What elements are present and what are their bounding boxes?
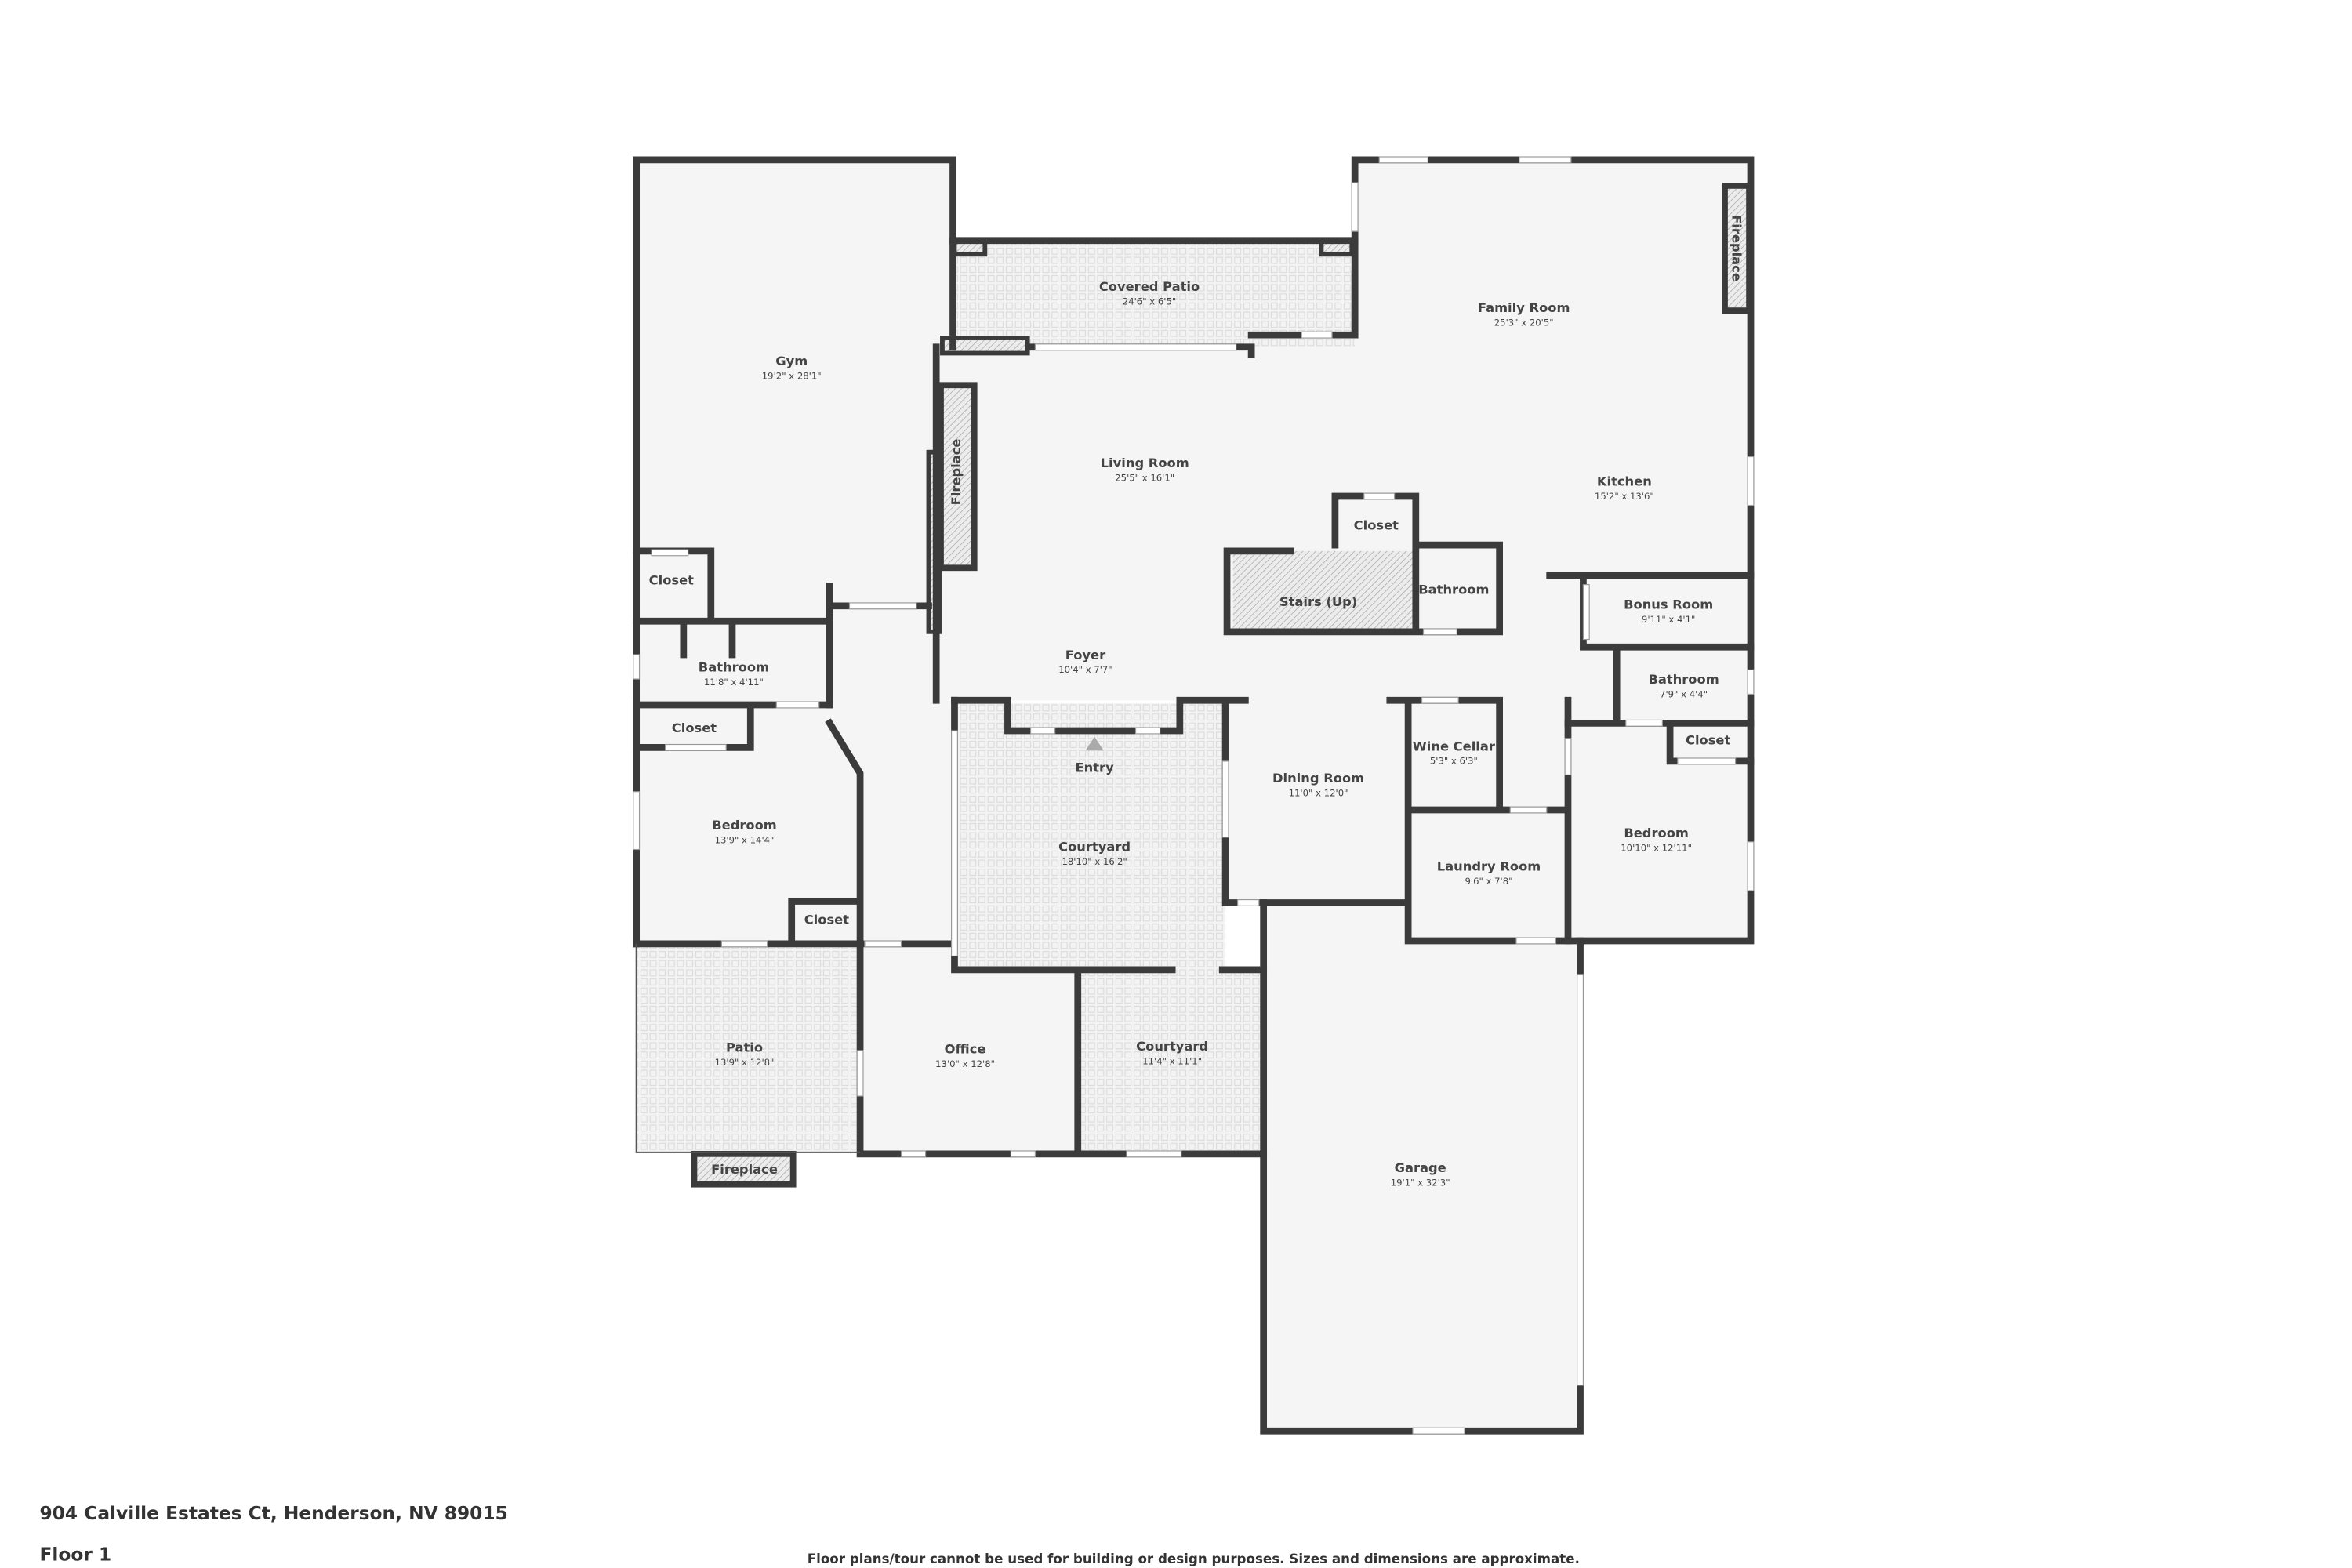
room-dims: 19'1" x 32'3" [1391, 1178, 1450, 1189]
room-dims: 15'2" x 13'6" [1595, 491, 1654, 502]
room-dims: 9'6" x 7'8" [1465, 876, 1513, 887]
room-gym: Gym [775, 354, 808, 368]
room-dims: 11'8" x 4'11" [704, 677, 764, 688]
room-bedroom-right: Bedroom [1624, 826, 1689, 840]
room-family-room: Family Room [1478, 300, 1570, 315]
room-bathroom-right: Bathroom [1648, 672, 1719, 687]
room-dims: 10'4" x 7'7" [1058, 664, 1112, 675]
room-closet-bedroom-left: Closet [804, 913, 849, 927]
floor-label: Floor 1 [39, 1544, 111, 1565]
room-office: Office [945, 1042, 986, 1057]
room-garage: Garage [1395, 1160, 1446, 1175]
room-bathroom-center: Bathroom [1418, 582, 1489, 597]
room-labels: Gym 19'2" x 28'1" Covered Patio 24'6" x … [649, 279, 1731, 1189]
room-dims: 25'5" x 16'1" [1115, 473, 1174, 484]
room-dining-room: Dining Room [1272, 771, 1364, 786]
room-dims: 7'9" x 4'4" [1660, 688, 1708, 699]
room-dims: 13'9" x 14'4" [715, 835, 775, 846]
fireplace-left-label: Fireplace [949, 439, 964, 506]
room-dims: 13'0" x 12'8" [935, 1058, 995, 1069]
covered-patio-area [953, 240, 1356, 347]
room-dims: 24'6" x 6'5" [1123, 296, 1176, 307]
courtyard-1-area [954, 703, 1226, 970]
room-kitchen: Kitchen [1597, 474, 1652, 488]
room-patio: Patio [726, 1040, 763, 1055]
room-dims: 5'3" x 6'3" [1430, 756, 1478, 767]
room-bedroom-left: Bedroom [712, 818, 777, 833]
entry-label: Entry [1076, 760, 1115, 775]
room-dims: 25'3" x 20'5" [1494, 318, 1554, 328]
fireplace-bottom-label: Fireplace [711, 1162, 778, 1177]
disclaimer: Floor plans/tour cannot be used for buil… [808, 1552, 1580, 1566]
room-dims: 18'10" x 16'2" [1062, 856, 1127, 867]
patio-area [636, 943, 861, 1152]
room-living-room: Living Room [1101, 456, 1189, 470]
room-wine-cellar: Wine Cellar [1413, 739, 1495, 753]
room-stairs: Stairs (Up) [1279, 594, 1357, 609]
floor-fills [636, 159, 1751, 1432]
room-closet-left: Closet [672, 720, 717, 735]
room-dims: 19'2" x 28'1" [762, 370, 822, 381]
room-bonus-room: Bonus Room [1624, 597, 1713, 612]
fireplace-right-label: Fireplace [1730, 215, 1744, 281]
room-dims: 11'4" x 11'1" [1142, 1055, 1202, 1066]
room-courtyard-1: Courtyard [1058, 839, 1131, 854]
room-dims: 9'11" x 4'1" [1642, 614, 1695, 625]
patio-outline [635, 943, 861, 1153]
room-dims: 11'0" x 12'0" [1289, 788, 1348, 799]
room-bathroom-left: Bathroom [699, 659, 769, 674]
fireplace-bottom [691, 1150, 797, 1188]
room-closet-center: Closet [1354, 518, 1399, 533]
room-covered-patio: Covered Patio [1099, 279, 1200, 294]
room-dims: 13'9" x 12'8" [715, 1057, 775, 1068]
room-closet-gym: Closet [649, 573, 694, 588]
windows [633, 156, 1755, 1435]
room-closet-right: Closet [1686, 733, 1730, 748]
room-foyer: Foyer [1065, 648, 1105, 662]
entry-arrow-icon [1085, 736, 1104, 751]
room-laundry-room: Laundry Room [1437, 859, 1541, 874]
address: 904 Calville Estates Ct, Henderson, NV 8… [39, 1503, 507, 1524]
courtyard-2-area [1077, 969, 1264, 1154]
room-dims: 10'10" x 12'11" [1621, 842, 1692, 853]
room-courtyard-2: Courtyard [1136, 1039, 1208, 1054]
